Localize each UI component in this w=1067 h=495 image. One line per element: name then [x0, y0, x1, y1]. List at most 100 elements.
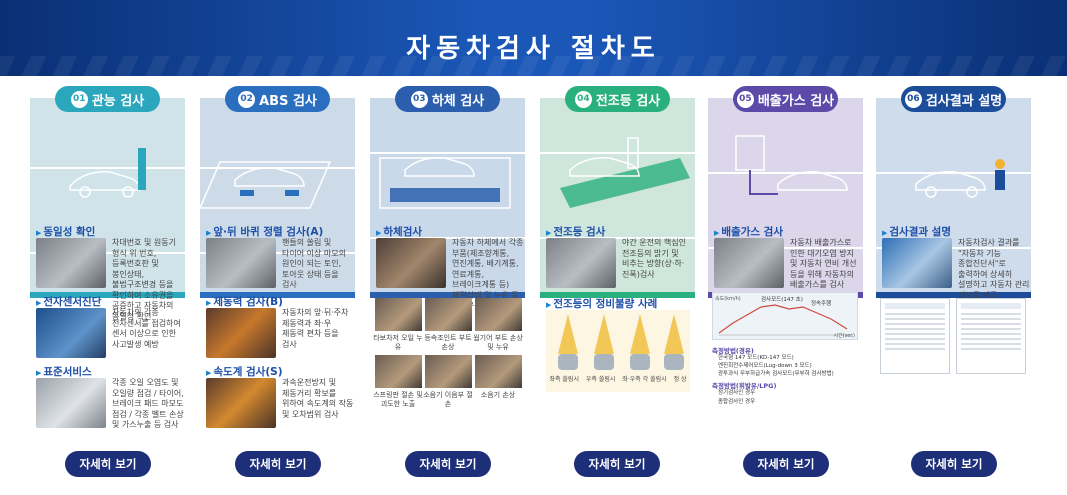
beam-label: 좌측 쏠림시	[549, 376, 579, 383]
defect-photo	[375, 298, 422, 331]
vin-check-photo	[36, 238, 106, 288]
chart-peak-label: 검사모드(147 초)	[761, 297, 803, 303]
section-desc: 자동차의 앞·뒤·주차 제동력과 좌·우 제동력 편차 등을 검사	[282, 308, 349, 349]
beam-angle-icons	[558, 314, 684, 370]
diagnosis-report-image	[880, 298, 950, 374]
beam-label: 좌·우측 각 쏠림시	[622, 376, 667, 383]
tab-abs-inspection[interactable]: 02 ABS 검사	[225, 86, 330, 112]
beam-diagram: 좌측 쏠림시 우측 쏠림시 좌·우측 각 쏠림시 정 상	[546, 310, 690, 392]
detail-button-step-4[interactable]: 자세히 보기	[574, 451, 660, 477]
section-title: 검사결과 설명	[882, 224, 951, 239]
method-item: 한국형 147 모드(KD-147 모드)	[718, 355, 794, 361]
tab-label: ABS 검사	[259, 93, 317, 109]
tab-undercarriage-inspection[interactable]: 03 하체 검사	[395, 86, 500, 112]
step-1-column: 01 관능 검사 동일성 확인 차대번호 및 원동기 형식 위·번호, 등록번호…	[30, 86, 185, 486]
method-item: 정기검사인 경우	[718, 390, 756, 396]
section-desc: 야간 운전의 핵심인 전조등의 밝기 및 비추는 방향(상·하·진폭)검사	[622, 238, 686, 279]
defect-caption: 소음기 손상	[480, 391, 516, 399]
detail-button-step-3[interactable]: 자세히 보기	[405, 451, 491, 477]
step-3-illustration	[370, 98, 525, 298]
consultation-photo	[882, 238, 952, 288]
chart-xlabel: 시간(sec)	[833, 333, 855, 339]
chart-peak-label: 정속주행	[811, 301, 832, 307]
defect-photo	[425, 298, 472, 331]
section-desc: 차대번호 및 원동기 형식 위·번호, 등록번호판 및 봉인상태, 불법구조변경…	[112, 238, 176, 321]
step-number: 03	[410, 90, 428, 108]
sensor-diagnosis-photo	[36, 308, 106, 358]
defect-photo	[425, 355, 472, 388]
emission-test-icon	[708, 135, 863, 249]
tab-label: 하체 검사	[431, 93, 485, 109]
step-6-column: 06 검사결과 설명 검사결과 설명 자동차검사 결과를 "자동차 기능 종합진…	[876, 86, 1031, 486]
tab-label: 관능 검사	[91, 93, 145, 109]
method-item: 종합검사인 경우	[718, 399, 756, 405]
section-title: 전조등의 정비불량 사례	[546, 296, 657, 311]
header-stripe	[0, 56, 1067, 76]
detail-button-step-6[interactable]: 자세히 보기	[911, 451, 997, 477]
detail-button-step-1[interactable]: 자세히 보기	[65, 451, 151, 477]
section-title: 전자센서진단	[36, 294, 101, 309]
step-3-column: 03 하체 검사 하체검사 자동차 하체에서 각종 부품(제조향계통, 연진계통…	[370, 86, 525, 486]
chart-ylabel: 속도(km/h)	[715, 296, 741, 302]
step-number: 04	[574, 90, 592, 108]
step-2-column: 02 ABS 검사 앞·뒤 바퀴 정렬 검사(A) 핸들의 쏠림 및 타이어 이…	[200, 86, 355, 486]
section-title: 배출가스 검사	[714, 224, 783, 239]
section-title: 제동력 검사(B)	[206, 294, 283, 309]
method-list: 정기검사인 경우 종합검사인 경우	[718, 389, 858, 407]
tab-result-explanation[interactable]: 06 검사결과 설명	[901, 86, 1006, 112]
page-title: 자동차검사 절차도	[406, 34, 661, 64]
detail-button-step-5[interactable]: 자세히 보기	[743, 451, 829, 477]
tab-sensory-inspection[interactable]: 01 관능 검사	[55, 86, 160, 112]
speedometer-photo	[206, 378, 276, 428]
defect-photo	[475, 298, 522, 331]
defect-caption: 등속조인트 부트 손상	[424, 334, 472, 351]
method-title: 측정방법(경유)	[712, 347, 754, 355]
section-desc: 자동차 배출가스로 인한 대기오염 방지 및 자동차 연비 개선 등을 위해 자…	[790, 238, 857, 289]
section-title: 동일성 확인	[36, 224, 95, 239]
defect-photo	[375, 355, 422, 388]
emission-mode-chart: 검사모드(147 초) 정속주행 속도(km/h) 시간(sec)	[712, 292, 858, 340]
defect-photo	[475, 355, 522, 388]
section-desc: 자동차의 각종 전자센서를 점검하여 센서 이상으로 인한 사고발생 예방	[112, 308, 181, 349]
braking-photo	[206, 308, 276, 358]
defect-caption: 웜기어 부트 손상 및 누유	[473, 334, 523, 351]
section-title: 하체검사	[376, 224, 422, 239]
alignment-photo	[206, 238, 276, 288]
defect-caption: 스프링판 절손 및 괴도한 노출	[373, 391, 423, 408]
diagnosis-report-image	[956, 298, 1026, 374]
method-item: 엔진회전수제어모드(Lug-down 3 모드)	[718, 363, 812, 369]
undercarriage-photo	[376, 238, 446, 288]
section-desc: 각종 오일 오염도 및 오일량 점검 / 타이어, 브레이크 패드 마모도 점검…	[112, 378, 184, 429]
detail-button-step-2[interactable]: 자세히 보기	[235, 451, 321, 477]
tab-label: 전조등 검사	[595, 93, 661, 109]
step-4-column: 04 전조등 검사 전조등 검사 야간 운전의 핵심인 전조등의 밝기 및 비추…	[540, 86, 695, 486]
standard-service-photo	[36, 378, 106, 428]
tab-emission-inspection[interactable]: 05 배출가스 검사	[733, 86, 838, 112]
page-header: 자동차검사 절차도	[0, 0, 1067, 76]
step-number: 06	[904, 90, 922, 108]
method-item: 광투과식 무부하급가속 검사모드(무부하 검사방법)	[718, 371, 834, 377]
beam-label: 우측 쏠림시	[585, 376, 616, 383]
section-title: 앞·뒤 바퀴 정렬 검사(A)	[206, 224, 323, 239]
step-number: 02	[238, 90, 256, 108]
defect-caption: 타보차저 오일 누유	[373, 334, 423, 351]
step-number: 01	[70, 90, 88, 108]
mode-curve	[718, 304, 853, 336]
method-list: 한국형 147 모드(KD-147 모드) 엔진회전수제어모드(Lug-down…	[718, 354, 858, 378]
section-desc: 핸들의 쏠림 및 타이어 이상 마모의 원인이 되는 토인, 토아웃 상태 등을…	[282, 238, 346, 289]
method-title: 측정방법(휘발유/LPG)	[712, 382, 777, 390]
step-5-column: 05 배출가스 검사 배출가스 검사 자동차 배출가스로 인한 대기오염 방지 …	[708, 86, 863, 486]
step-number: 05	[736, 90, 754, 108]
headlight-photo	[546, 238, 616, 288]
section-title: 전조등 검사	[546, 224, 605, 239]
section-desc: 자동차검사 결과를 "자동차 기능 종합진단서"로 출력하여 상세히 설명하고 …	[958, 238, 1030, 300]
section-title: 표준서비스	[36, 364, 91, 379]
beam-label: 정 상	[673, 376, 687, 383]
tab-label: 검사결과 설명	[925, 93, 1003, 109]
tab-label: 배출가스 검사	[757, 93, 835, 109]
section-desc: 과속운전방지 및 제동거리 확보를 위하여 속도계의 작동 및 오차범위 검사	[282, 378, 354, 419]
tab-headlight-inspection[interactable]: 04 전조등 검사	[565, 86, 670, 112]
defect-caption: 소음기 이음부 절손	[423, 391, 473, 408]
emission-photo	[714, 238, 784, 288]
section-title: 속도계 검사(S)	[206, 364, 282, 379]
